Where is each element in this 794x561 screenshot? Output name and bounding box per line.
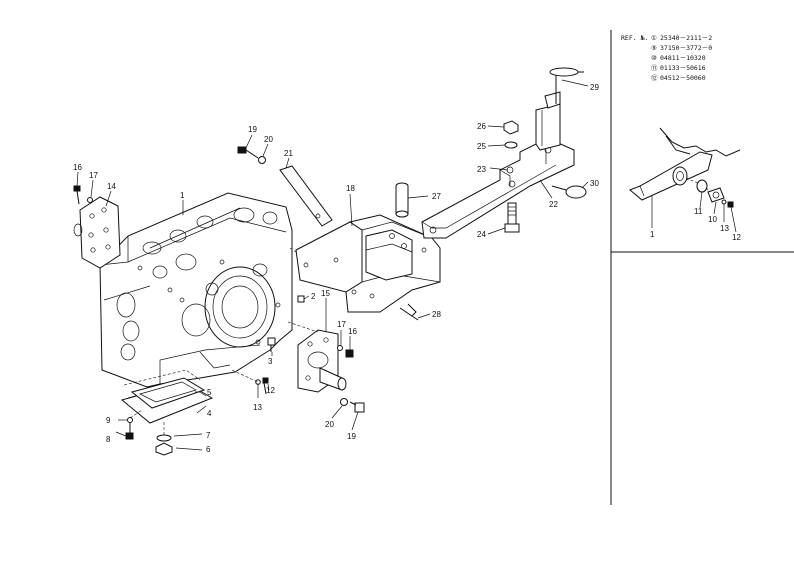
ref-row-4-part: 01133－50616 [660, 64, 706, 72]
hitch-bracket [295, 214, 441, 313]
ref-row-2-part: 37150－3772－0 [660, 44, 712, 52]
ref-row-4-mark: ⑪ [651, 64, 658, 72]
ref-row-1-part: 25340－2111－2 [660, 34, 712, 42]
inset-callout-10: 10 [708, 215, 717, 224]
bolt-16-lower [345, 349, 354, 358]
callout-15: 15 [321, 289, 330, 298]
leader-lines [76, 79, 737, 451]
callout-28: 28 [432, 310, 441, 319]
callout-27: 27 [432, 192, 441, 201]
plug-2 [297, 295, 305, 303]
callout-labels: 1 2 3 4 5 6 7 8 9 12 13 14 15 16 17 16 1… [73, 83, 741, 454]
callout-5: 5 [207, 388, 212, 397]
pto-cover-plate [297, 329, 347, 393]
callout-8: 8 [106, 435, 111, 444]
ref-table: REF. №. ① 25340－2111－2 ⑨ 37150－3772－0 ⑩ … [621, 34, 712, 82]
inset-shaft-detail [629, 127, 741, 201]
callout-30: 30 [590, 179, 599, 188]
ref-row-1-mark: ① [651, 34, 657, 42]
inset-callout-1: 1 [650, 230, 655, 239]
link-bar [279, 165, 333, 227]
nut-6 [155, 442, 173, 456]
bolt-19-lower [349, 401, 365, 413]
callout-19-upper: 19 [248, 125, 257, 134]
callout-20-upper: 20 [264, 135, 273, 144]
bottom-cover-plate [120, 369, 214, 424]
washer-25 [504, 141, 518, 149]
callout-20-lower: 20 [325, 420, 334, 429]
callout-1: 1 [180, 191, 185, 200]
bolt-12-case [262, 377, 269, 395]
callout-18: 18 [346, 184, 355, 193]
callout-16-upper: 16 [73, 163, 82, 172]
callout-21: 21 [284, 149, 293, 158]
callout-24: 24 [477, 230, 486, 239]
callout-17-upper: 17 [89, 171, 98, 180]
clip-30 [551, 185, 587, 199]
callout-3: 3 [268, 357, 273, 366]
bolt-16-upper [73, 185, 81, 205]
inset-callout-11: 11 [694, 207, 703, 216]
washer-7 [156, 434, 172, 442]
transmission-case [99, 192, 293, 388]
inset-part-10 [707, 187, 725, 203]
bolt-19-upper [237, 146, 259, 159]
ref-row-3-part: 04811－10320 [660, 54, 706, 62]
plug-3 [267, 337, 276, 352]
callout-23: 23 [477, 165, 486, 174]
callout-14: 14 [107, 182, 116, 191]
ref-row-5-part: 04512－50060 [660, 74, 706, 82]
side-cover-plate [73, 196, 121, 269]
washer-9 [127, 417, 133, 423]
callout-13-case: 13 [253, 403, 262, 412]
drawbar [421, 141, 575, 239]
callout-9: 9 [106, 416, 111, 425]
callout-2: 2 [311, 292, 316, 301]
nut-26 [503, 120, 519, 135]
callout-7: 7 [206, 431, 211, 440]
inset-part-11 [696, 179, 708, 193]
callout-19-lower: 19 [347, 432, 356, 441]
callout-12-case: 12 [266, 386, 275, 395]
callout-25: 25 [477, 142, 486, 151]
callout-22: 22 [549, 200, 558, 209]
washer-17-lower [337, 345, 343, 351]
pin-27 [395, 182, 409, 218]
bolt-24 [504, 202, 520, 233]
washer-17-upper [87, 197, 93, 203]
ref-table-title: REF. №. [621, 34, 648, 42]
inset-bolt-12 [727, 201, 734, 208]
ref-row-3-mark: ⑩ [651, 54, 657, 62]
clip-28 [399, 303, 419, 321]
washer-20-lower [340, 398, 348, 406]
pin-29 [549, 67, 584, 104]
inset-washer-13 [721, 199, 727, 205]
callout-17-lower: 17 [337, 320, 346, 329]
washer-20-upper [258, 156, 266, 164]
ref-row-2-mark: ⑨ [651, 44, 657, 52]
callout-4: 4 [207, 409, 212, 418]
callout-29: 29 [590, 83, 599, 92]
callout-6: 6 [206, 445, 211, 454]
inset-callout-12: 12 [732, 233, 741, 242]
callout-26: 26 [477, 122, 486, 131]
inset-callout-13: 13 [720, 224, 729, 233]
ref-row-5-mark: ⑫ [651, 74, 658, 82]
washer-13-case [255, 379, 261, 385]
callout-16-lower: 16 [348, 327, 357, 336]
